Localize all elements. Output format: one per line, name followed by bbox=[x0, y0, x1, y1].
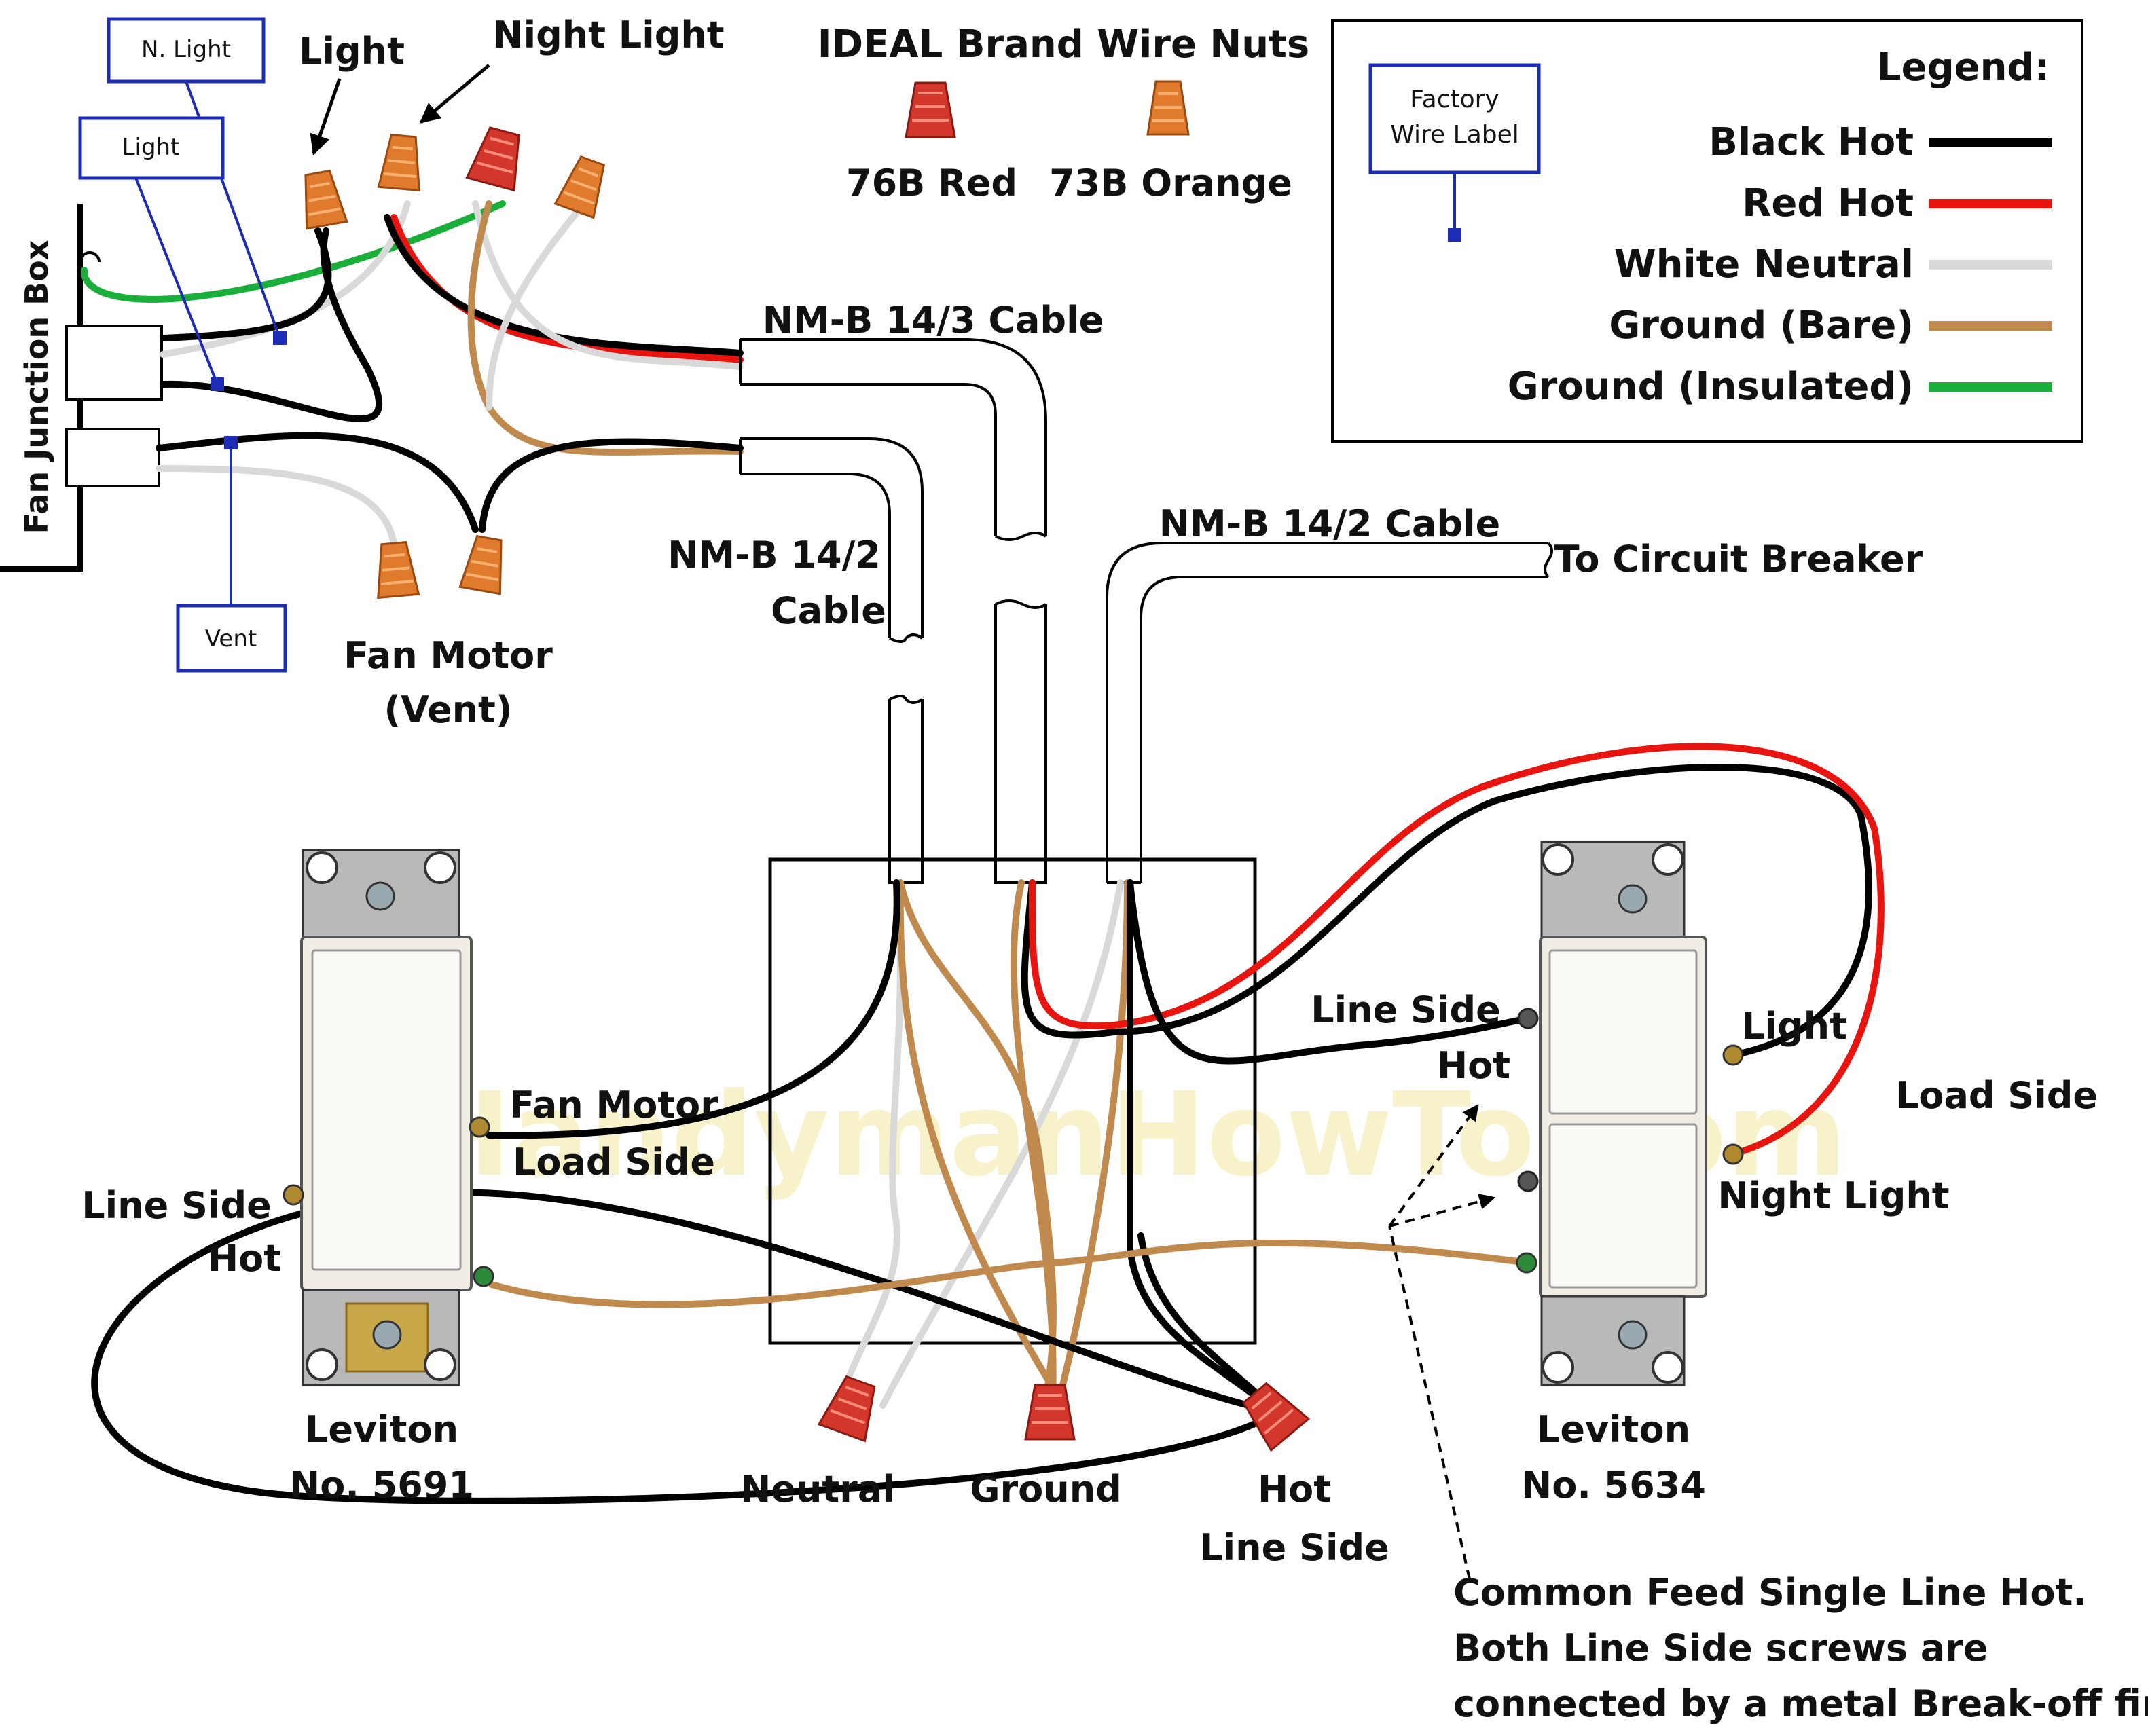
switch-left-rocker bbox=[311, 949, 462, 1271]
vent-hot-wire-nut-icon bbox=[458, 533, 511, 595]
ground-wire-nut-icon bbox=[465, 124, 530, 192]
switch-right-labels: Line Side Hot Light Load Side Night Ligh… bbox=[1311, 989, 2098, 1507]
light-callout-label: Light bbox=[299, 30, 405, 73]
cable-14-3-label: NM-B 14/3 Cable bbox=[763, 299, 1104, 341]
switch-box-wires bbox=[91, 743, 1885, 1504]
right-hot-label: Hot bbox=[1437, 1044, 1510, 1087]
left-model-label-1: Leviton bbox=[305, 1408, 458, 1451]
mount-screw-icon bbox=[1618, 884, 1648, 914]
wire-clamp-top bbox=[65, 325, 163, 401]
switch-right-rocker-night-light bbox=[1548, 1123, 1698, 1289]
cable-14-2-left-label-2: Cable bbox=[771, 589, 886, 632]
fan-motor-load-label-2: Load Side bbox=[513, 1141, 715, 1183]
night-light-load-screw-icon bbox=[1722, 1143, 1744, 1165]
line-side-label: Line Side bbox=[1199, 1526, 1389, 1569]
legend-title: Legend: bbox=[1877, 45, 2050, 90]
light-tag bbox=[78, 116, 225, 180]
fan-box-title: Fan Junction Box bbox=[18, 240, 55, 534]
legend-item-ground-bare: Ground (Bare) bbox=[1609, 303, 1914, 348]
right-line-side-label: Line Side bbox=[1311, 989, 1500, 1031]
switch-left bbox=[283, 849, 494, 1386]
wire-clamp-bottom bbox=[65, 428, 160, 487]
line-screw-top-icon bbox=[1517, 1008, 1539, 1029]
orange-wire-nut-icon bbox=[1146, 80, 1190, 136]
legend-item-ground-insulated: Ground (Insulated) bbox=[1508, 365, 1914, 409]
cable-14-2-left bbox=[739, 437, 924, 884]
line-screw-bottom-icon bbox=[1517, 1170, 1539, 1192]
note-line-2: Both Line Side screws are bbox=[1453, 1627, 1988, 1669]
night-light-wire-nut-icon bbox=[377, 132, 426, 192]
switch-right bbox=[1516, 841, 1744, 1386]
fan-motor-load-label-1: Fan Motor bbox=[509, 1084, 718, 1126]
neutral-wire-nut-icon bbox=[553, 152, 613, 219]
vent-neutral-wire-nut-icon bbox=[371, 540, 420, 599]
vent-tag-label: Vent bbox=[205, 625, 257, 652]
switch-right-rocker-light bbox=[1548, 949, 1698, 1115]
switch-box-labels: Neutral Ground Hot Line Side bbox=[740, 1468, 1389, 1569]
note: Common Feed Single Line Hot. Both Line S… bbox=[1453, 1571, 2148, 1725]
right-night-light-label: Night Light bbox=[1717, 1175, 1949, 1217]
legend: Legend: Factory Wire Label Black Hot Red… bbox=[1331, 19, 2083, 443]
neutral-label: Neutral bbox=[740, 1468, 895, 1511]
light-load-screw-icon bbox=[1722, 1044, 1744, 1066]
nut-orange-label: 73B Orange bbox=[1049, 162, 1292, 204]
legend-item-white-neutral: White Neutral bbox=[1614, 242, 1914, 287]
mount-screw-icon bbox=[372, 1320, 402, 1350]
right-light-label: Light bbox=[1741, 1005, 1847, 1048]
legend-item-red-hot: Red Hot bbox=[1742, 181, 1914, 225]
fan-motor-label-2: (Vent) bbox=[384, 688, 512, 731]
cable-14-2-left-label-1: NM-B 14/2 bbox=[668, 534, 881, 576]
ground-screw-icon bbox=[1516, 1252, 1537, 1274]
wire-nuts-header: IDEAL Brand Wire Nuts 76B Red 73B Orange bbox=[818, 22, 1310, 204]
fan-motor-label-1: Fan Motor bbox=[344, 634, 553, 677]
right-model-label-1: Leviton bbox=[1537, 1408, 1690, 1451]
fan-junction-box: Fan Junction Box bbox=[0, 204, 163, 572]
cable-labels: NM-B 14/3 Cable NM-B 14/2 Cable To Circu… bbox=[668, 299, 1923, 632]
right-model-label-2: No. 5634 bbox=[1521, 1464, 1706, 1507]
ground-wire-nut-icon bbox=[1024, 1384, 1076, 1441]
fan-box-wires bbox=[80, 200, 744, 547]
legend-factory-label-2: Wire Label bbox=[1390, 121, 1519, 149]
cable-14-3 bbox=[739, 338, 1047, 884]
load-screw-icon bbox=[469, 1116, 490, 1138]
legend-factory-label-1: Factory bbox=[1410, 86, 1499, 113]
left-line-side-label: Line Side bbox=[81, 1184, 271, 1227]
right-load-side-label: Load Side bbox=[1895, 1074, 2098, 1117]
nut-red-label: 76B Red bbox=[846, 162, 1017, 204]
light-wire-nut-icon bbox=[296, 168, 348, 230]
note-line-3: connected by a metal Break-off fin. bbox=[1453, 1682, 2148, 1725]
legend-item-black-hot: Black Hot bbox=[1709, 120, 1914, 164]
n-light-tag bbox=[107, 17, 266, 84]
switch-box bbox=[768, 857, 1257, 1345]
hot-label: Hot bbox=[1258, 1468, 1331, 1511]
ground-label: Ground bbox=[970, 1468, 1122, 1511]
left-model-label-2: No. 5691 bbox=[289, 1464, 474, 1507]
n-light-tag-label: N. Light bbox=[141, 36, 231, 63]
ground-screw-icon bbox=[473, 1266, 494, 1287]
light-tag-label: Light bbox=[122, 134, 180, 161]
mount-screw-icon bbox=[365, 881, 395, 911]
switch-left-labels: Fan Motor Load Side Line Side Hot Levito… bbox=[81, 1084, 718, 1507]
note-line-1: Common Feed Single Line Hot. bbox=[1453, 1571, 2087, 1614]
circuit-breaker-label: To Circuit Breaker bbox=[1554, 538, 1923, 580]
fan-box-callouts: Light Night Light Fan Motor (Vent) bbox=[299, 14, 725, 731]
neutral-wire-nut-icon bbox=[817, 1371, 885, 1443]
fan-box-wire-nuts bbox=[296, 124, 613, 599]
cable-14-2-top-label: NM-B 14/2 Cable bbox=[1159, 502, 1500, 545]
factory-wire-tags: N. Light Light Vent bbox=[78, 17, 287, 673]
left-hot-label: Hot bbox=[208, 1237, 281, 1280]
mount-screw-icon bbox=[1618, 1320, 1648, 1350]
legend-factory-tag bbox=[1368, 63, 1541, 174]
note-arrows bbox=[1388, 1104, 1496, 1580]
vent-tag bbox=[176, 604, 287, 673]
cable-14-2-top bbox=[1106, 542, 1553, 884]
night-light-callout-label: Night Light bbox=[492, 14, 724, 56]
red-wire-nut-icon bbox=[905, 81, 956, 138]
wire-nuts-title: IDEAL Brand Wire Nuts bbox=[818, 22, 1310, 67]
line-screw-icon bbox=[283, 1184, 304, 1206]
